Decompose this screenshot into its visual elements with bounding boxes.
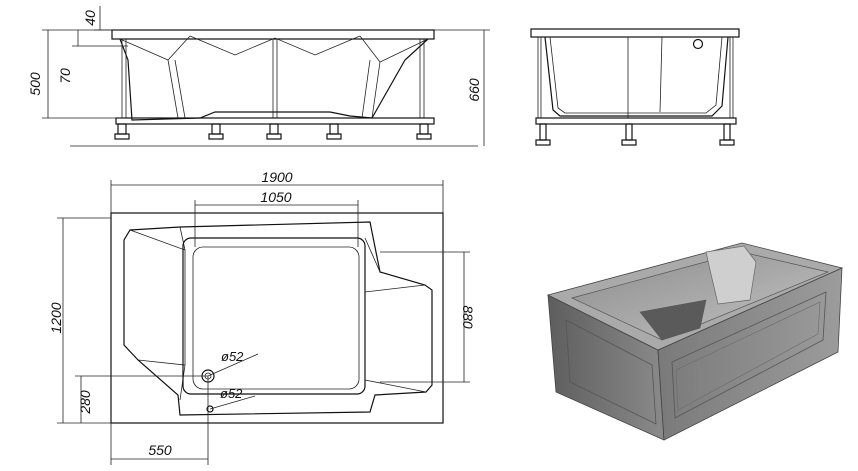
dim-500: 500: [27, 72, 43, 96]
bathtub-3d-render: [546, 242, 844, 441]
dim-550: 550: [148, 442, 172, 458]
front-elevation: 500 70 40 660: [27, 6, 490, 147]
dim-1050: 1050: [260, 189, 291, 205]
plan-view: 1900 1050 1200 880 280 550 ø52 ø52: [48, 169, 476, 465]
dim-880: 880: [460, 305, 476, 329]
dim-1900: 1900: [261, 169, 292, 185]
drain-diameter-bottom: ø52: [220, 386, 243, 401]
dim-40: 40: [82, 10, 98, 26]
dim-1200: 1200: [48, 302, 64, 333]
drain-diameter-top: ø52: [221, 349, 244, 364]
dim-70: 70: [57, 68, 73, 84]
dim-660: 660: [466, 78, 482, 102]
side-elevation: [530, 28, 740, 146]
dim-280: 280: [77, 390, 93, 415]
